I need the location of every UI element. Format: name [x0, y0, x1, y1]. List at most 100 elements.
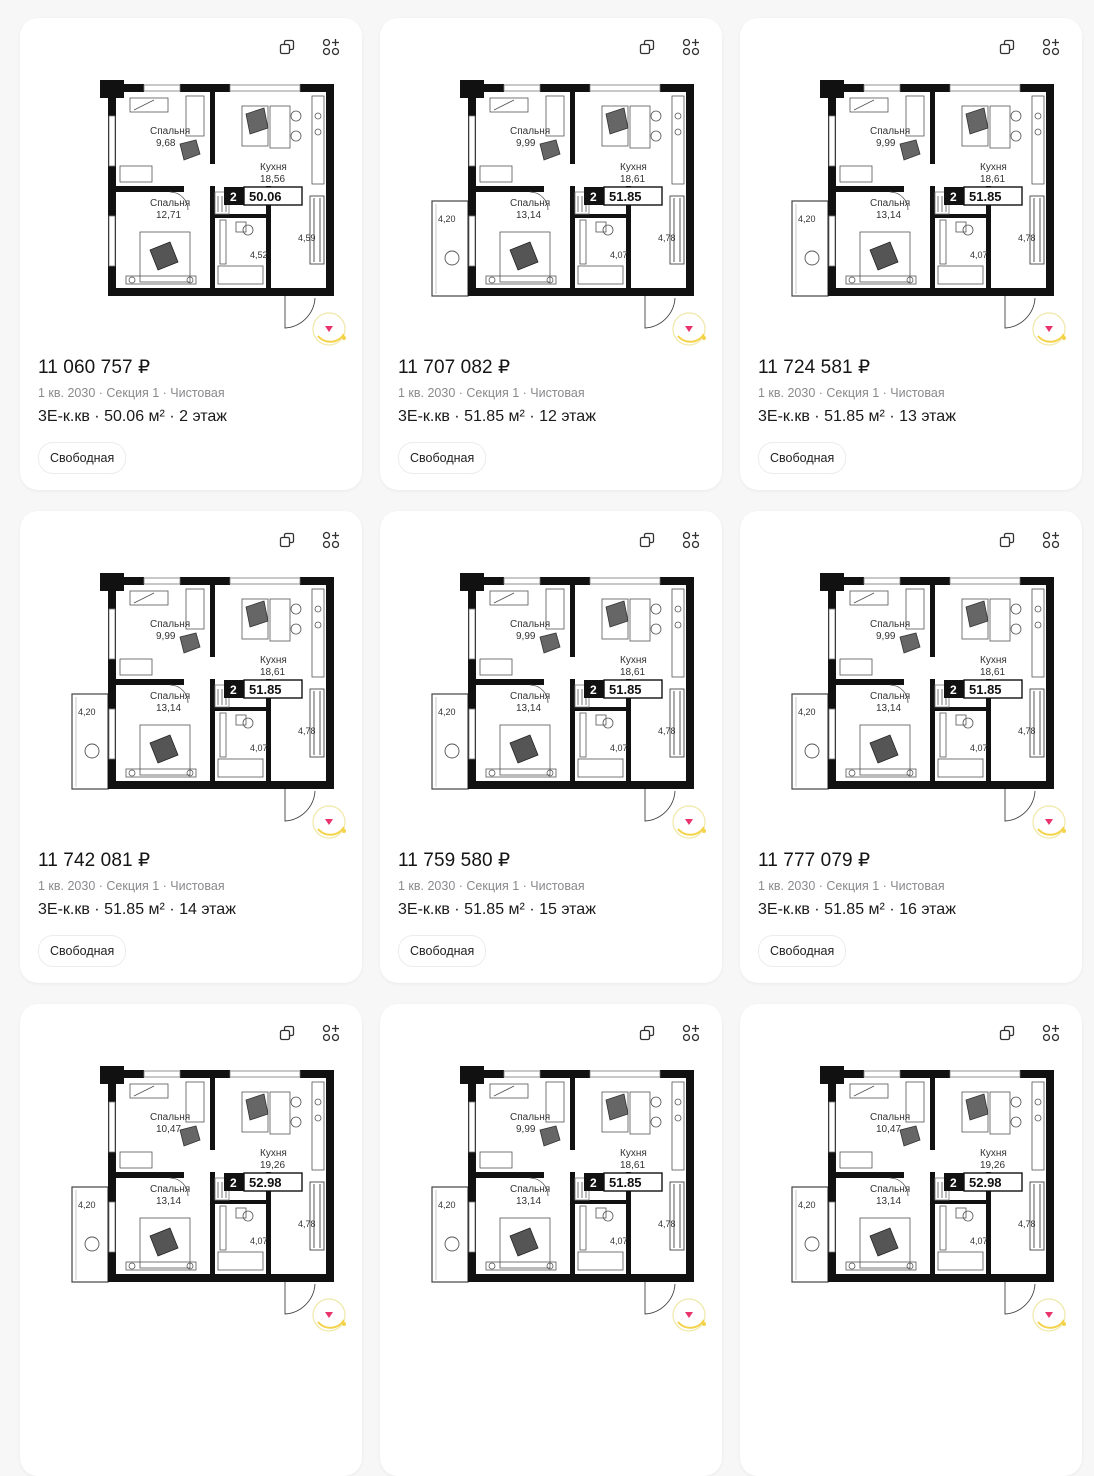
bedroom-2-label: Спальня — [870, 691, 910, 702]
floor-plan[interactable]: 4,20 — [30, 1022, 352, 1322]
copy-button[interactable] — [996, 1022, 1018, 1044]
favorite-button[interactable] — [310, 310, 350, 350]
bedroom-1-furniture — [839, 588, 925, 676]
apartment-spec: 3Е-к.кв · 51.85 м² · 14 этаж — [38, 901, 236, 918]
total-area-box: 2 51.85 — [944, 679, 1023, 699]
copy-button[interactable] — [996, 529, 1018, 551]
bathroom-area: 4,07 — [970, 743, 988, 753]
bedroom-2-furniture — [485, 684, 557, 778]
copy-button[interactable] — [276, 1022, 298, 1044]
apartment-card[interactable]: 4,20 — [20, 1004, 362, 1476]
bedroom-2-area: 13,14 — [876, 703, 901, 714]
compare-button[interactable] — [1040, 1022, 1062, 1044]
bedroom-1-label: Спальня — [150, 619, 190, 630]
rooms-count: 2 — [590, 190, 597, 204]
copy-button[interactable] — [276, 529, 298, 551]
favorite-heart-icon — [1032, 805, 1066, 839]
bedroom-2-area: 13,14 — [156, 1196, 181, 1207]
bathroom-area: 4,07 — [610, 1236, 628, 1246]
total-area-box: 2 51.85 — [944, 186, 1023, 206]
copy-icon — [639, 532, 655, 548]
floor-plan[interactable]: 4,20 — [750, 36, 1072, 336]
balcony-area: 4,20 — [438, 1200, 456, 1210]
bedroom-1-area: 9,99 — [876, 631, 896, 642]
compare-button[interactable] — [1040, 36, 1062, 58]
bedroom-2-label: Спальня — [150, 691, 190, 702]
apartment-price: 11 724 581 ₽ — [758, 357, 871, 378]
entrance-door — [644, 1181, 685, 1315]
compare-button[interactable] — [320, 529, 342, 551]
kitchen-area: 18,56 — [260, 174, 285, 185]
balcony-area: 4,20 — [438, 214, 456, 224]
total-area-box: 2 52.98 — [944, 1172, 1023, 1192]
favorite-button[interactable] — [1030, 803, 1070, 843]
favorite-button[interactable] — [1030, 310, 1070, 350]
kitchen-furniture — [601, 588, 685, 678]
favorite-button[interactable] — [670, 1296, 710, 1336]
favorite-button[interactable] — [310, 803, 350, 843]
copy-icon — [279, 532, 295, 548]
apartment-card[interactable]: 4,20 — [740, 511, 1082, 983]
apartment-card[interactable]: 4,20 — [20, 511, 362, 983]
compare-button[interactable] — [320, 1022, 342, 1044]
copy-button[interactable] — [276, 36, 298, 58]
plan-windows — [828, 1070, 1021, 1253]
entrance-door — [284, 1181, 325, 1315]
bedroom-1-furniture — [839, 95, 925, 183]
apartment-card[interactable]: Спальня 9,68 Кухня 18,56 Спальня 12,71 4… — [20, 18, 362, 490]
plan-walls — [460, 573, 694, 789]
bedroom-2-area: 13,14 — [516, 1196, 541, 1207]
apartment-card[interactable]: 4,20 — [380, 18, 722, 490]
plan-windows — [468, 1070, 661, 1253]
compare-button[interactable] — [320, 36, 342, 58]
favorite-button[interactable] — [310, 1296, 350, 1336]
copy-button[interactable] — [636, 1022, 658, 1044]
floor-plan[interactable]: 4,20 — [390, 36, 712, 336]
bedroom-2-area: 13,14 — [876, 210, 901, 221]
apartment-card[interactable]: 4,20 — [380, 1004, 722, 1476]
kitchen-area: 19,26 — [260, 1160, 285, 1171]
bedroom-2-furniture — [845, 191, 917, 285]
total-area: 52.98 — [969, 1175, 1002, 1190]
bedroom-2-furniture — [125, 684, 197, 778]
copy-button[interactable] — [996, 36, 1018, 58]
balcony-area: 4,20 — [798, 214, 816, 224]
floor-plan[interactable]: 4,20 — [750, 1022, 1072, 1322]
compare-button[interactable] — [680, 529, 702, 551]
balcony: 4,20 — [431, 693, 469, 790]
copy-icon — [999, 1025, 1015, 1041]
compare-button[interactable] — [680, 36, 702, 58]
compare-button[interactable] — [680, 1022, 702, 1044]
total-area: 51.85 — [609, 1175, 642, 1190]
balcony: 4,20 — [431, 1186, 469, 1283]
bedroom-1-area: 9,99 — [876, 138, 896, 149]
copy-button[interactable] — [636, 529, 658, 551]
apartment-meta: 1 кв. 2030 · Секция 1 · Чистовая — [758, 879, 945, 893]
hall-area: 4,78 — [658, 233, 676, 243]
entrance-door — [284, 195, 325, 329]
floor-plan[interactable]: 4,20 — [390, 1022, 712, 1322]
apartment-card[interactable]: 4,20 — [740, 1004, 1082, 1476]
favorite-button[interactable] — [1030, 1296, 1070, 1336]
floor-plan[interactable]: Спальня 9,68 Кухня 18,56 Спальня 12,71 4… — [30, 36, 352, 336]
favorite-button[interactable] — [670, 310, 710, 350]
floor-plan[interactable]: 4,20 — [390, 529, 712, 829]
apartment-meta: 1 кв. 2030 · Секция 1 · Чистовая — [38, 879, 225, 893]
compare-button[interactable] — [1040, 529, 1062, 551]
copy-button[interactable] — [636, 36, 658, 58]
kitchen-label: Кухня — [620, 162, 647, 173]
balcony: 4,20 — [431, 200, 469, 297]
bedroom-1-furniture — [479, 95, 565, 183]
bathroom — [574, 1177, 624, 1271]
balcony: 4,20 — [791, 693, 829, 790]
bedroom-2-area: 12,71 — [156, 210, 181, 221]
floor-plan[interactable]: 4,20 — [750, 529, 1072, 829]
compare-icon — [682, 531, 700, 549]
bathroom-area: 4,07 — [970, 1236, 988, 1246]
floor-plan[interactable]: 4,20 — [30, 529, 352, 829]
favorite-button[interactable] — [670, 803, 710, 843]
rooms-count: 2 — [230, 1176, 237, 1190]
apartment-card[interactable]: 4,20 — [380, 511, 722, 983]
kitchen-label: Кухня — [620, 655, 647, 666]
apartment-card[interactable]: 4,20 — [740, 18, 1082, 490]
